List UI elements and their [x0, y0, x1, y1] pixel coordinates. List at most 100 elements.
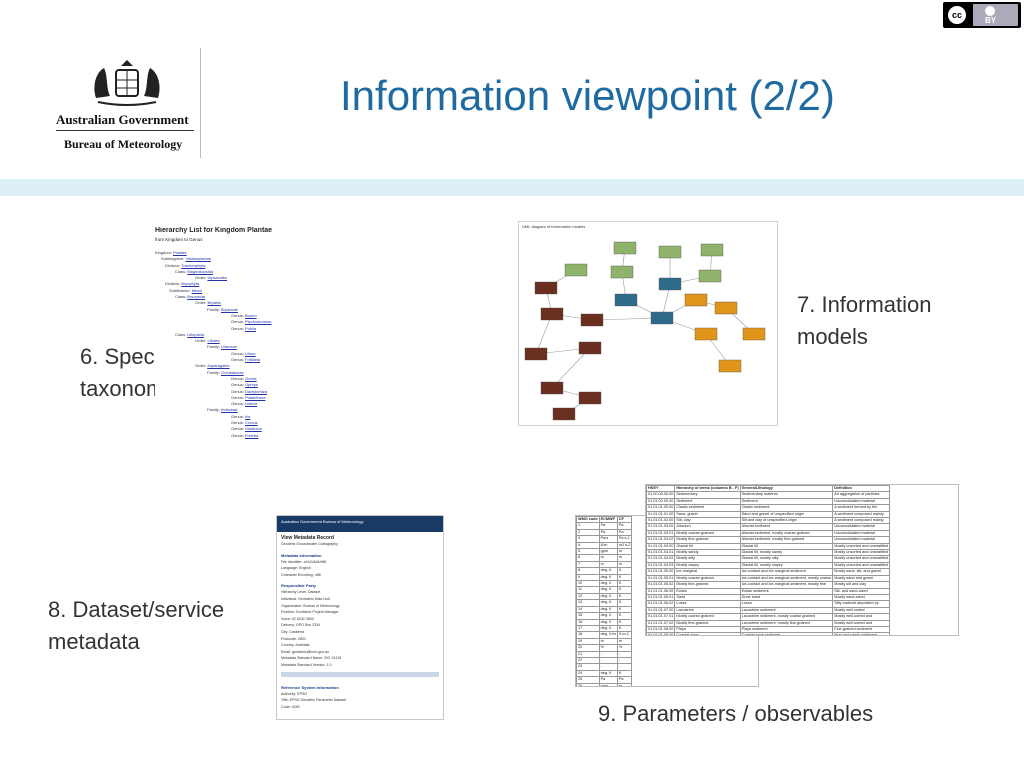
- table-cell: m: [616, 547, 633, 556]
- table-cell: -: [616, 663, 633, 671]
- uml-class-box: [700, 244, 724, 257]
- table-cell: -: [598, 650, 618, 658]
- metadata-field-row: City: Canberra: [281, 629, 305, 634]
- table-cell: Sand, gravel: [674, 510, 741, 519]
- table-cell: Mostly fine-grained: [674, 536, 741, 544]
- table-cell: An aggregation of particles: [832, 491, 891, 499]
- table-cell: 01.01.01.05.02: [646, 581, 676, 589]
- uml-class-box: [564, 264, 588, 277]
- table-cell: deg. K: [598, 605, 618, 614]
- metadata-field-row: Individual: Geofabric Data Unit: [281, 596, 330, 601]
- table-cell: K/m: [598, 541, 618, 550]
- table-cell: K: [616, 669, 633, 678]
- table-cell: 01.01.01.00.00: [646, 504, 676, 512]
- by-label: BY: [985, 16, 997, 25]
- table-cell: K: [616, 618, 633, 626]
- table-cell: Pa: [598, 522, 618, 530]
- species-list-item: Genus: Dactylorhiza: [231, 388, 268, 394]
- table-cell: Unconsolidated material: [832, 497, 891, 506]
- column-header: WMO code: [576, 516, 600, 524]
- species-list-item: Genus: Iris: [231, 413, 251, 419]
- table-cell: K: [616, 612, 633, 620]
- species-list-item: Genus: Ptychostomum: [231, 319, 272, 325]
- table-cell: deg. K/m: [598, 631, 618, 639]
- table-cell: K: [616, 624, 633, 633]
- table-cell: Unconsolidated material: [832, 536, 891, 544]
- table-cell: gpm: [598, 547, 618, 556]
- table-cell: m: [616, 682, 633, 686]
- table-cell: m: [598, 637, 618, 646]
- table-cell: 01.01.00.00.00: [646, 497, 676, 506]
- metadata-field-row: File Identifier: a1b2c3d4e5f6: [281, 559, 327, 564]
- table-cell: -: [598, 663, 618, 671]
- metadata-record-subtitle: Geodetic Groundwater Cartography: [281, 542, 338, 546]
- table-cell: 01.01.01.06.00: [646, 587, 676, 595]
- header-band: [0, 179, 1024, 196]
- coat-of-arms-icon: [94, 60, 160, 106]
- table-cell: Glacial till: [674, 542, 741, 551]
- table-cell: Unconsolidated material: [832, 529, 891, 538]
- table-cell: 01.01.01.06.02: [646, 600, 676, 608]
- uml-association-line: [591, 317, 663, 321]
- metadata-record-title: View Metadata Record: [281, 535, 334, 541]
- species-list-item: Genus: Gladiolus: [231, 426, 262, 432]
- table-cell: -: [598, 656, 618, 665]
- uml-class-box: [534, 282, 558, 295]
- column-header: CF: [616, 516, 633, 524]
- species-list-item: Kingdom: Plantae: [155, 250, 187, 255]
- uml-class-box: [718, 360, 742, 373]
- metadata-field-row: Country: Australia: [281, 643, 310, 648]
- uml-class-box: [714, 302, 738, 315]
- table-cell: Pa: [616, 528, 633, 537]
- table-cell: A sediment formed by the: [832, 504, 891, 512]
- table-cell: K: [616, 605, 633, 614]
- species-thumb-title: Hierarchy List for Kingdom Plantae: [155, 227, 273, 234]
- species-list-item: Division: Tracheophyta: [165, 262, 206, 268]
- table-cell: 01.01.01.09.00: [646, 632, 676, 635]
- metadata-field-row: Character Encoding: utf8: [281, 572, 321, 577]
- table-cell: -: [616, 656, 633, 665]
- page-title: Information viewpoint (2/2): [340, 72, 835, 119]
- table-cell: Mostly coarse-grained: [674, 613, 741, 621]
- table-cell: 01.01.01.07.00: [646, 606, 676, 615]
- uml-association-line: [535, 314, 553, 355]
- metadata-field-row: Email: geofabric@bom.gov.au: [281, 649, 329, 654]
- uml-class-box: [610, 266, 634, 279]
- table-cell: m: [598, 554, 618, 562]
- table-cell: 01.01.01.03.00: [646, 523, 676, 531]
- metadata-field-row: Hierarchy Level: Dataset: [281, 590, 321, 595]
- table-cell: 01.01.01.05.00: [646, 568, 676, 576]
- table-cell: deg. K: [598, 599, 618, 607]
- table-cell: m: [598, 560, 618, 569]
- column-header: Hierarchy of terms (columns B - F): [674, 485, 741, 493]
- table-cell: Alluvium: [674, 523, 741, 531]
- creative-commons-badge[interactable]: cc BY: [943, 2, 1021, 28]
- table-cell: Mostly fine-grained: [674, 619, 741, 627]
- table-cell: 01.01.01.04.01: [646, 549, 676, 557]
- table-cell: Pa: [598, 676, 618, 684]
- species-list-item: Family: Bryaceae: [207, 306, 238, 312]
- species-thumb-subtitle: from Kingdom to Genus: [155, 237, 203, 242]
- table-cell: %: [616, 644, 633, 652]
- government-name: Australian Government: [56, 112, 189, 127]
- species-list-item: Genus: Pohlia: [231, 325, 257, 331]
- table-cell: Mostly unsorted and unstratified: [832, 555, 891, 563]
- metadata-label-line1: 8. Dataset/service: [48, 597, 225, 622]
- uml-class-box: [698, 270, 722, 283]
- uml-class-box: [650, 312, 674, 325]
